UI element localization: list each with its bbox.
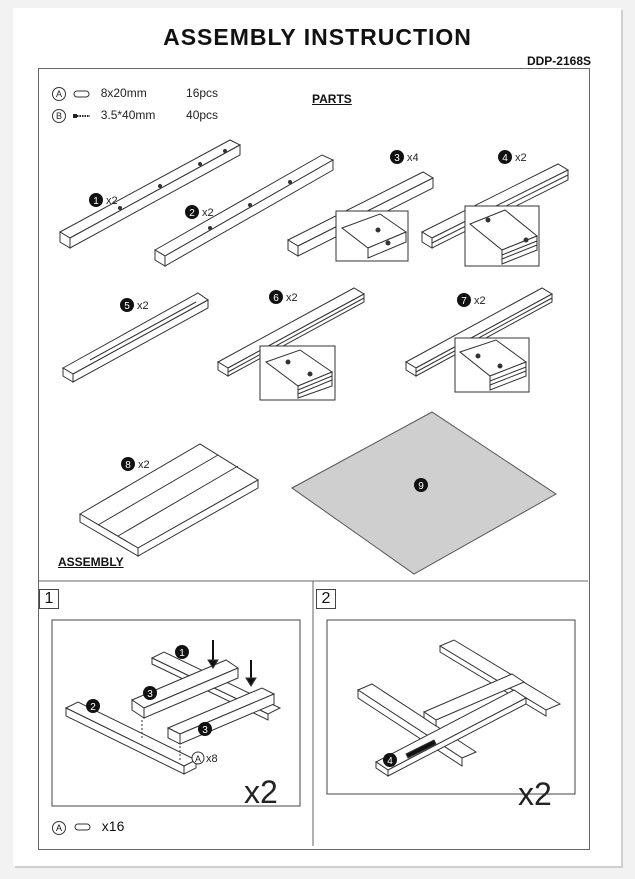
step-1-label-1: 1: [179, 648, 185, 659]
footer-hw-qty: x16: [101, 818, 125, 834]
part-9-panel: [291, 411, 557, 575]
step-2-panel: [326, 619, 576, 795]
step-1-label-3a: 3: [147, 689, 153, 700]
part-4-qty: x2: [515, 152, 527, 164]
hardware-size-a: 8x20mm: [100, 86, 147, 100]
hardware-id-a: A: [52, 87, 66, 101]
step-1-drawing: [64, 640, 282, 775]
screw-icon: [73, 113, 91, 118]
step-2-label-4: 4: [387, 756, 393, 767]
dowel-icon: [73, 90, 90, 98]
hardware-legend-b: B 3.5*40mm 40pcs: [52, 108, 218, 123]
content-frame: [38, 68, 590, 850]
step-1-number: 1: [39, 589, 59, 609]
footer-hardware-legend: A x16: [52, 818, 124, 835]
part-1-number: 1: [93, 196, 99, 207]
step-1-label-3b: 3: [202, 725, 208, 736]
step-1-label-2: 2: [90, 702, 96, 713]
part-8-qty: x2: [138, 459, 150, 471]
parts-heading: PARTS: [312, 92, 352, 106]
step-2-drawing: [356, 639, 562, 777]
part-1-board: [58, 139, 242, 249]
part-1-qty: x2: [106, 195, 118, 207]
part-2-number: 2: [189, 208, 195, 219]
step-1-multiplier: x2: [244, 774, 278, 810]
part-8-panel: [79, 443, 259, 557]
step-2-multiplier: x2: [518, 776, 552, 812]
step-1-hw-qty: x8: [206, 753, 218, 765]
step-1-panel: [51, 619, 301, 807]
part-9-number: 9: [418, 481, 424, 492]
assembly-heading: ASSEMBLY: [58, 555, 124, 569]
page-title: ASSEMBLY INSTRUCTION: [163, 24, 472, 50]
part-6-number: 6: [273, 293, 279, 304]
hardware-size-b: 3.5*40mm: [100, 108, 156, 122]
dowel-icon: [74, 823, 91, 831]
step-1-hw-id: A: [195, 754, 201, 764]
part-4-number: 4: [502, 153, 508, 164]
part-7-number: 7: [461, 296, 467, 307]
part-3-qty: x4: [407, 152, 419, 164]
hardware-qty-a: 16pcs: [186, 86, 219, 100]
part-badges: 1 x2 2 x2 3 x4 4 x2 5 x2 6 x2 7 x2 8 x2 …: [89, 150, 527, 492]
part-7-board: [404, 287, 554, 377]
part-3-number: 3: [394, 153, 400, 164]
part-6-qty: x2: [286, 292, 298, 304]
part-5-qty: x2: [137, 300, 149, 312]
part-5-number: 5: [124, 301, 130, 312]
footer-hw-id: A: [52, 821, 66, 835]
part-7-qty: x2: [474, 295, 486, 307]
hardware-qty-b: 40pcs: [186, 108, 219, 122]
model-number: DDP-2168S: [526, 54, 591, 68]
step-2-number: 2: [316, 589, 336, 609]
part-2-qty: x2: [202, 207, 214, 219]
part-2-board: [154, 154, 335, 267]
hardware-legend-a: A 8x20mm 16pcs: [52, 86, 218, 101]
part-8-number: 8: [125, 460, 131, 471]
part-5-board: [62, 292, 209, 383]
hardware-id-b: B: [52, 109, 66, 123]
